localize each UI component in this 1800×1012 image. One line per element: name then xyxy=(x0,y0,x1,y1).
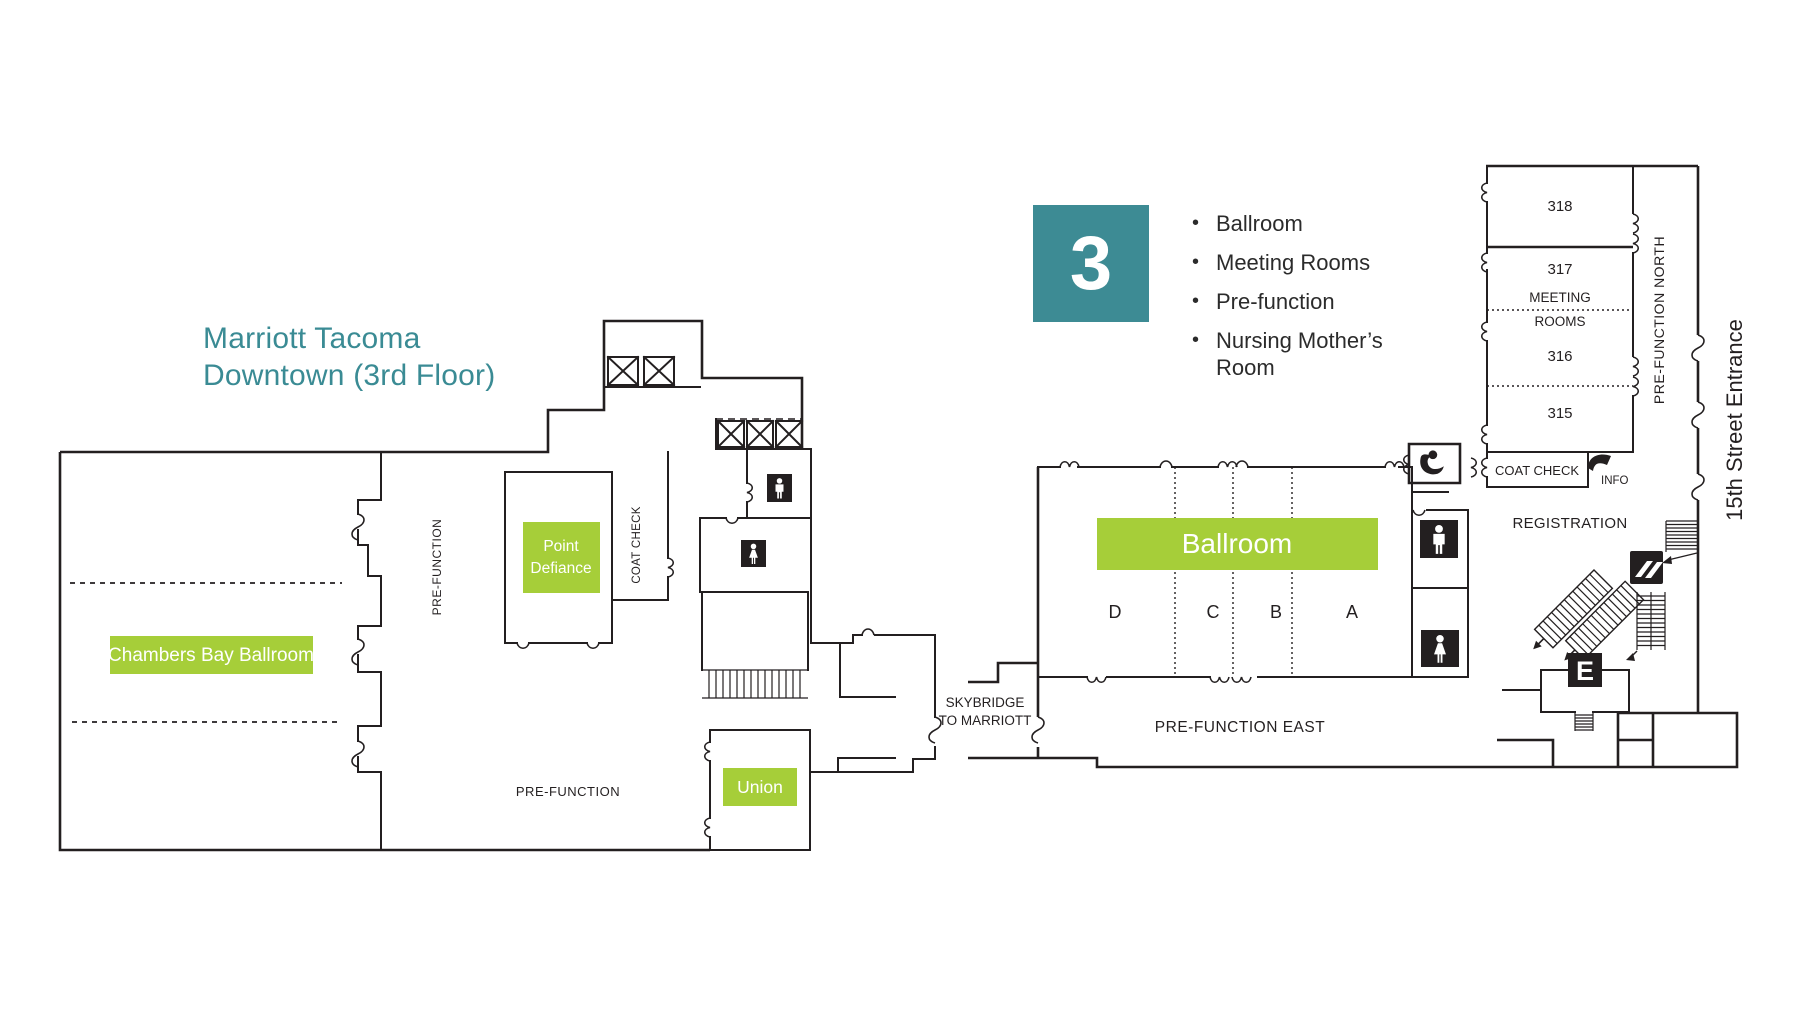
elevator-icon xyxy=(717,420,745,448)
stairs-below-elevator xyxy=(1574,712,1594,731)
info-label: INFO xyxy=(1601,475,1629,487)
ballroom-section-d: D xyxy=(1109,602,1122,622)
union-label: Union xyxy=(737,777,783,797)
chambers-bay-partition-wall xyxy=(357,451,382,851)
info-icon xyxy=(1588,454,1611,471)
ballroom-partitions xyxy=(1174,467,1293,677)
legend-item-nursing-room: • Nursing Mother’s Room xyxy=(1192,327,1386,381)
bullet-icon: • xyxy=(1192,329,1200,351)
pre-function-north-label: PRE-FUNCTION NORTH xyxy=(1651,236,1667,404)
legend-item-label: Pre-function xyxy=(1216,289,1335,314)
escalator-icon xyxy=(1630,551,1663,584)
escalator-flights xyxy=(1533,569,1645,661)
right-building-walls xyxy=(968,164,1739,769)
union-room xyxy=(709,729,811,851)
room-316-label: 316 xyxy=(1547,348,1572,365)
point-defiance-label-box xyxy=(523,522,600,593)
legend: • Ballroom • Meeting Rooms • Pre-functio… xyxy=(1192,210,1386,393)
room-315-label: 315 xyxy=(1547,405,1572,422)
legend-item-label: Nursing Mother’s Room xyxy=(1216,328,1383,380)
ballroom-section-a: A xyxy=(1346,602,1358,622)
street-entrance-label: 15th Street Entrance xyxy=(1722,319,1747,521)
meeting-label-line1: MEETING xyxy=(1529,290,1591,305)
meeting-room-partitions xyxy=(1487,309,1633,387)
legend-item-pre-function: • Pre-function xyxy=(1192,288,1386,315)
meeting-label-line2: ROOMS xyxy=(1534,314,1585,329)
floor-number: 3 xyxy=(1069,221,1113,306)
ballroom-section-b: B xyxy=(1270,602,1282,622)
union-label-box xyxy=(723,768,797,806)
legend-item-label: Meeting Rooms xyxy=(1216,250,1371,275)
ballroom-label-box xyxy=(1097,518,1378,570)
nursing-room-icon xyxy=(1420,450,1444,475)
floor-number-badge: 3 xyxy=(1033,205,1149,322)
page-title: Marriott Tacoma Downtown (3rd Floor) xyxy=(203,320,495,394)
point-defiance-label-line1: Point xyxy=(543,538,579,555)
chambers-bay-label: Chambers Bay Ballroom xyxy=(108,645,314,666)
pre-function-east-label: PRE-FUNCTION EAST xyxy=(1155,719,1325,736)
point-defiance-room xyxy=(504,471,613,644)
bullet-icon: • xyxy=(1192,290,1200,312)
elevator-e-icon: E xyxy=(1568,653,1602,687)
legend-item-label: Ballroom xyxy=(1216,211,1303,236)
bullet-icon: • xyxy=(1192,212,1200,234)
stairs-left-building xyxy=(702,669,808,699)
page-title-line1: Marriott Tacoma xyxy=(203,322,421,355)
legend-item-ballroom: • Ballroom xyxy=(1192,210,1386,237)
stairs-entrance xyxy=(1662,520,1698,564)
room-317-label: 317 xyxy=(1547,261,1572,278)
room-318-label: 318 xyxy=(1547,198,1572,215)
chambers-bay-label-box xyxy=(110,636,313,674)
elevator-icon xyxy=(775,420,803,448)
legend-item-meeting-rooms: • Meeting Rooms xyxy=(1192,249,1386,276)
pre-function-side-label: PRE-FUNCTION xyxy=(430,519,444,616)
page-title-line2: Downtown (3rd Floor) xyxy=(203,359,496,392)
pre-function-bottom-label: PRE-FUNCTION xyxy=(516,784,620,799)
bullet-icon: • xyxy=(1192,251,1200,273)
coat-check-right-label: COAT CHECK xyxy=(1495,463,1579,478)
elevator-e-letter: E xyxy=(1576,656,1594,686)
elevator-icon xyxy=(746,420,774,448)
elevator-icon xyxy=(607,356,639,386)
skybridge-label-line2: TO MARRIOTT xyxy=(939,713,1032,728)
ballroom-label: Ballroom xyxy=(1182,528,1292,559)
coat-check-left-label: COAT CHECK xyxy=(631,506,643,583)
ballroom-section-c: C xyxy=(1207,602,1220,622)
registration-label: REGISTRATION xyxy=(1513,515,1628,532)
point-defiance-label-line2: Defiance xyxy=(530,560,591,577)
left-building-walls xyxy=(58,319,936,852)
elevator-icon xyxy=(643,356,675,386)
skybridge-label-line1: SKYBRIDGE xyxy=(946,695,1025,710)
elevator-bank-icons xyxy=(607,356,803,448)
stairs-registration xyxy=(1626,592,1666,661)
